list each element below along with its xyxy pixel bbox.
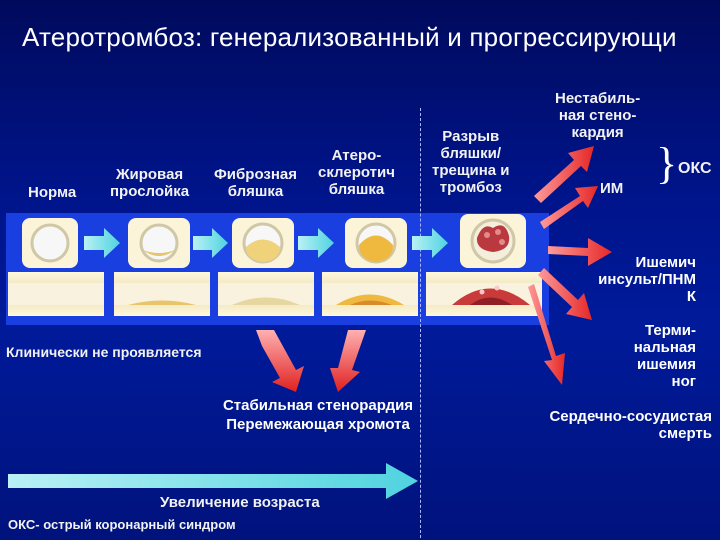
stage-athero-line3: бляшка <box>328 181 385 198</box>
unstable-line2: ная стено- <box>558 107 637 124</box>
vessel-segment-fat <box>114 272 210 316</box>
stage-rupture-line4: тромбоз <box>439 179 502 196</box>
stage-fibrous-label: Фиброзная бляшка <box>214 166 297 200</box>
arrow-down-icon <box>330 330 366 392</box>
ischemia-line2: нальная <box>633 339 696 356</box>
mi-text: ИМ <box>600 180 624 197</box>
stage-rupture-line3: трещина и <box>432 162 510 179</box>
unstable-line1: Нестабиль- <box>555 90 641 107</box>
stable-arrows <box>256 330 366 392</box>
cross-section-athero <box>345 218 407 268</box>
stage-rupture-label: Разрыв бляшки/ трещина и тромбоз <box>432 128 510 196</box>
arrow-right-icon <box>412 228 448 258</box>
footnote-text: ОКС- острый коронарный синдром <box>8 517 236 532</box>
vessel-segment-fibrous <box>218 272 314 316</box>
unstable-line3: кардия <box>571 124 624 141</box>
vessel-segment-athero <box>322 272 418 316</box>
slide-title: Атеротромбоз: генерализованный и прогрес… <box>22 22 677 52</box>
arrow-down-icon <box>256 330 304 392</box>
stable-label: Стабильная стенорардия Перемежающая хром… <box>198 396 438 434</box>
cv-death-label: Сердечно-сосудистая смерть <box>549 408 712 442</box>
arrow-up-right-icon <box>540 186 598 229</box>
vessel-longitudinal <box>8 272 542 316</box>
silent-text: Клинически не проявляется <box>6 344 202 360</box>
arrow-right-icon <box>8 463 418 499</box>
stage-athero-line1: Атеро- <box>331 147 382 164</box>
stage-fibrous-line1: Фиброзная <box>214 166 298 183</box>
arrow-right-icon <box>548 238 612 266</box>
stroke-label: Ишемич инсульт/ПНМ К <box>598 254 696 305</box>
arrow-right-icon <box>193 228 228 258</box>
ischemia-line4: ног <box>671 373 696 390</box>
silent-label: Клинически не проявляется <box>6 344 202 361</box>
stage-athero-line2: склеротич <box>318 164 395 181</box>
arrow-down-right-icon <box>538 268 592 320</box>
stroke-line2: инсульт/ПНМ <box>598 271 696 288</box>
cross-section-rupture <box>460 214 526 268</box>
oks-text: ОКС <box>678 160 712 177</box>
vessel-segment-rupture <box>426 272 542 316</box>
oks-brace-icon: } <box>656 139 678 188</box>
stage-fat-label: Жировая прослойка <box>110 166 189 200</box>
arrow-up-right-icon <box>534 146 594 203</box>
age-arrow <box>8 463 418 499</box>
stage-fat-line2: прослойка <box>110 183 190 200</box>
stroke-line3: К <box>686 288 696 305</box>
oks-label: ОКС <box>678 160 712 177</box>
stable-line2: Перемежающая хромота <box>226 416 410 433</box>
age-label: Увеличение возраста <box>160 494 320 511</box>
vessel-segment-norma <box>8 272 104 316</box>
divider-line <box>420 108 421 538</box>
death-line1: Сердечно-сосудистая <box>549 408 712 425</box>
cross-section-fat <box>128 218 190 268</box>
stable-line1: Стабильная стенорардия <box>222 397 414 414</box>
stage-norma-label: Норма <box>28 184 76 201</box>
stage-athero-label: Атеро- склеротич бляшка <box>318 147 395 198</box>
mi-label: ИМ <box>600 180 623 197</box>
stage-rupture-line2: бляшки/ <box>440 145 502 162</box>
age-text: Увеличение возраста <box>160 494 320 511</box>
stage-fat-line1: Жировая <box>115 166 184 183</box>
ischemia-line1: Терми- <box>644 322 696 339</box>
stage-rupture-line1: Разрыв <box>442 128 500 145</box>
progression-arrows <box>84 228 448 258</box>
stage-norma-text: Норма <box>28 184 77 201</box>
arrow-right-icon <box>298 228 334 258</box>
arrow-down-right-icon <box>528 284 565 385</box>
ischemia-line3: ишемия <box>637 356 696 373</box>
limb-ischemia-label: Терми- нальная ишемия ног <box>634 322 696 390</box>
cross-section-fibrous <box>232 218 294 268</box>
arrow-right-icon <box>84 228 120 258</box>
unstable-angina-label: Нестабиль- ная стено- кардия <box>555 90 640 141</box>
stroke-line1: Ишемич <box>635 254 696 271</box>
death-line2: смерть <box>658 425 712 442</box>
footnote: ОКС- острый коронарный синдром <box>8 516 236 533</box>
cross-section-norma <box>22 218 78 268</box>
stage-fibrous-line2: бляшка <box>227 183 284 200</box>
acute-event-arrows <box>528 146 612 385</box>
